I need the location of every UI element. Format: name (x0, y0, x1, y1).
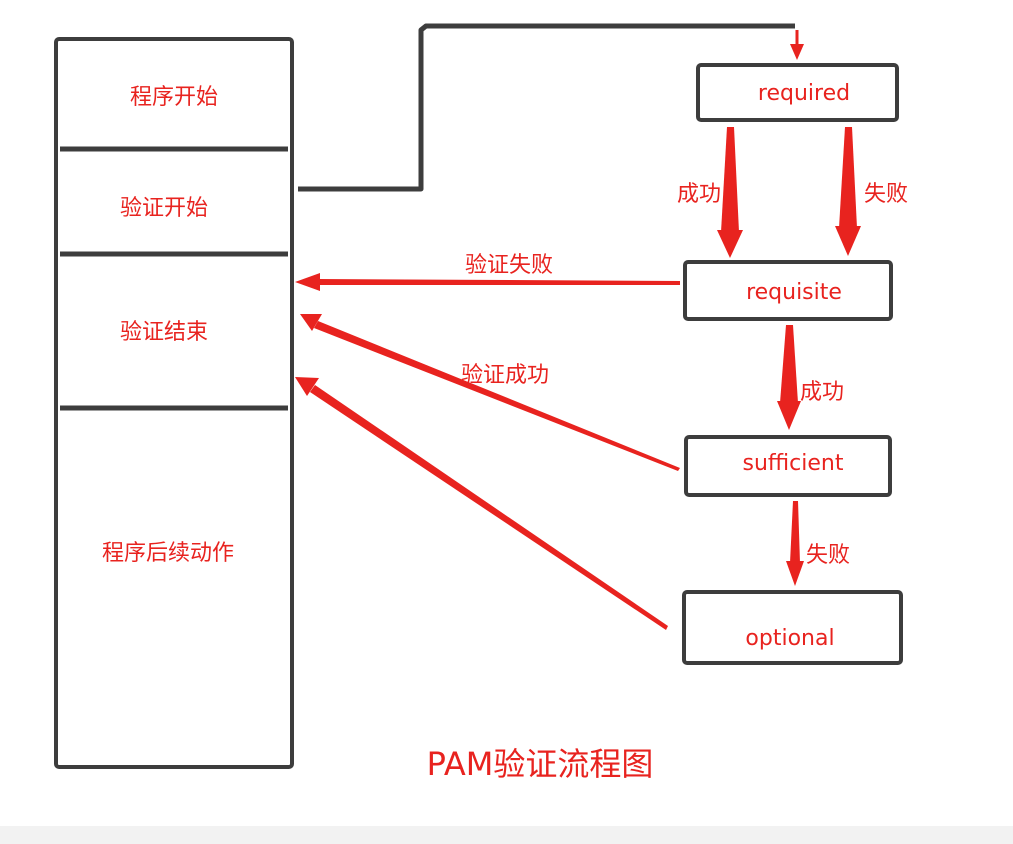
node-optional-box (682, 590, 903, 665)
arrow-auth-success-head (300, 314, 322, 331)
arrow-optional-return-head (295, 377, 319, 396)
arrow-sufficient-fail-shaft (790, 501, 800, 563)
edge-label-auth-success: 验证成功 (461, 363, 550, 388)
section-label-program-followup: 程序后续动作 (101, 541, 234, 566)
node-sufficient-box (684, 435, 892, 497)
node-requisite-label: requisite (746, 280, 842, 305)
arrow-requisite-success-head (777, 401, 801, 430)
diagram-caption: PAM验证流程图 (426, 745, 654, 783)
node-optional-label: optional (745, 626, 835, 651)
arrow-auth-success-shaft (314, 321, 680, 471)
section-label-program-start: 程序开始 (129, 85, 218, 110)
node-requisite-box (683, 260, 893, 321)
flow-column-box (54, 37, 294, 769)
arrow-required-fail-head (835, 226, 861, 256)
node-sufficient-label: sufficient (742, 451, 844, 476)
edge-label-requisite-success: 成功 (800, 380, 845, 405)
arrow-required-success-head (717, 230, 743, 258)
edge-label-required-fail: 失败 (864, 182, 909, 207)
edge-label-required-success: 成功 (677, 182, 722, 207)
auth-start-connector (298, 23, 795, 192)
arrow-auth-fail-head (295, 273, 320, 291)
node-required-label: required (757, 81, 851, 106)
section-label-auth-start: 验证开始 (119, 196, 208, 221)
node-required-box (696, 63, 899, 122)
edge-label-sufficient-fail: 失败 (806, 543, 851, 568)
edge-label-auth-fail: 验证失败 (465, 253, 554, 278)
arrow-required-fail-shaft (839, 127, 857, 228)
arrow-auth-fail-shaft (318, 279, 680, 285)
bottom-band (0, 826, 1013, 844)
arrow-head (790, 44, 804, 60)
arrow-requisite-success-shaft (780, 325, 798, 403)
arrow-sufficient-fail-head (786, 561, 804, 586)
arrow-optional-return-shaft (310, 385, 668, 630)
arrow-required-success-shaft (721, 127, 739, 232)
section-label-auth-end: 验证结束 (119, 320, 208, 345)
